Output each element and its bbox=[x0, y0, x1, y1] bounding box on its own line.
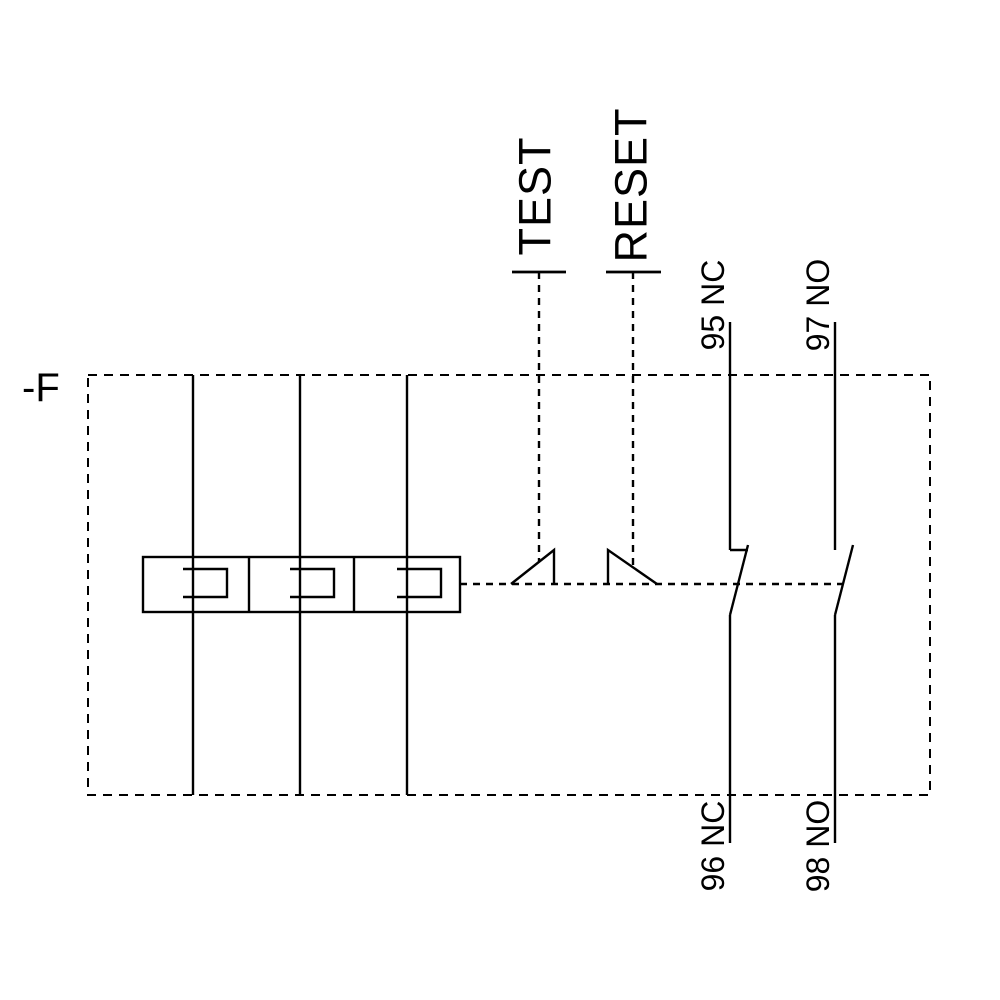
thermal-element-block bbox=[141, 555, 462, 614]
nc-contact-95-96: 95 NC 96 NC bbox=[695, 260, 750, 892]
contact-97-label: 97 NO bbox=[800, 259, 836, 351]
thermal-element-notch-icon-3 bbox=[397, 567, 443, 599]
thermal-element-outline bbox=[141, 555, 462, 614]
no-contact-mover-icon bbox=[833, 544, 855, 616]
contact-95-label: 95 NC bbox=[695, 260, 731, 351]
test-actuator-group: TEST bbox=[510, 136, 566, 585]
thermal-element-notch-icon-2 bbox=[290, 567, 336, 599]
test-label: TEST bbox=[510, 136, 561, 255]
reset-actuator-group: RESET bbox=[606, 107, 661, 585]
contact-98-label: 98 NO bbox=[800, 800, 836, 892]
reset-actuator-icon bbox=[606, 547, 658, 585]
reset-label: RESET bbox=[606, 107, 657, 262]
thermal-element-notch-icon-1 bbox=[183, 567, 229, 599]
test-actuator-icon bbox=[510, 547, 556, 585]
nc-contact-mover-icon bbox=[728, 544, 750, 616]
contact-96-label: 96 NC bbox=[695, 801, 731, 892]
device-enclosure-border bbox=[87, 374, 931, 796]
device-designation-label: -F bbox=[22, 366, 60, 410]
no-contact-97-98: 97 NO 98 NO bbox=[800, 259, 855, 892]
